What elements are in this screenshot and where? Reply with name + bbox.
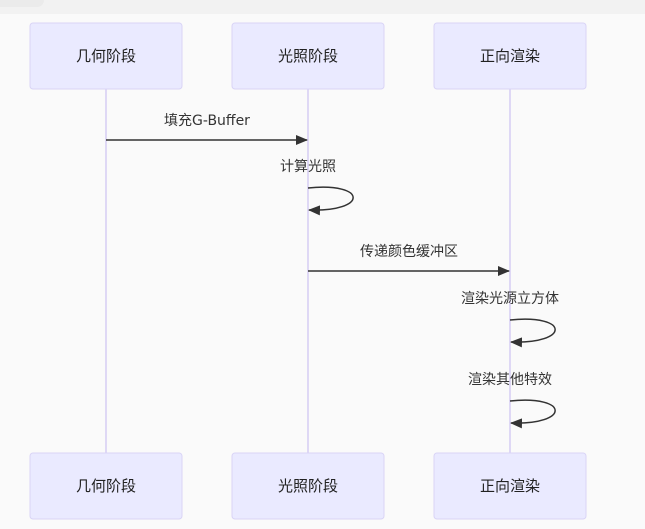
actor-geometry-bottom[interactable]: 几何阶段 <box>29 452 183 520</box>
self-message-arrow <box>509 399 556 429</box>
actor-lighting-top[interactable]: 光照阶段 <box>231 22 385 90</box>
actor-label: 光照阶段 <box>278 47 338 65</box>
message-label: 渲染其他特效 <box>468 372 552 388</box>
message-3: 传递颜色缓冲区 <box>308 243 510 276</box>
actor-label: 几何阶段 <box>76 47 136 65</box>
self-message-arrow <box>307 186 354 216</box>
message-5: 渲染其他特效 <box>468 372 556 429</box>
message-label: 传递颜色缓冲区 <box>360 243 458 260</box>
message-2: 计算光照 <box>280 159 354 216</box>
self-message-arrow <box>509 318 556 348</box>
top-bar <box>0 0 645 14</box>
actor-label: 正向渲染 <box>480 47 540 65</box>
actor-geometry-top[interactable]: 几何阶段 <box>29 22 183 90</box>
actor-label: 正向渲染 <box>480 477 540 495</box>
actor-box[interactable] <box>29 22 183 90</box>
top-tab[interactable] <box>0 0 44 7</box>
actor-label: 几何阶段 <box>76 477 136 495</box>
message-4: 渲染光源立方体 <box>461 291 559 348</box>
message-label: 填充G-Buffer <box>164 113 250 129</box>
actor-box[interactable] <box>433 22 587 90</box>
actor-box[interactable] <box>231 452 385 520</box>
actor-label: 光照阶段 <box>278 477 338 495</box>
actor-box[interactable] <box>231 22 385 90</box>
actor-forward-top[interactable]: 正向渲染 <box>433 22 587 90</box>
actor-box[interactable] <box>29 452 183 520</box>
message-1: 填充G-Buffer <box>106 113 308 145</box>
actor-forward-bottom[interactable]: 正向渲染 <box>433 452 587 520</box>
actor-lighting-bottom[interactable]: 光照阶段 <box>231 452 385 520</box>
actor-box[interactable] <box>433 452 587 520</box>
message-label: 渲染光源立方体 <box>461 291 559 307</box>
message-label: 计算光照 <box>280 159 336 175</box>
